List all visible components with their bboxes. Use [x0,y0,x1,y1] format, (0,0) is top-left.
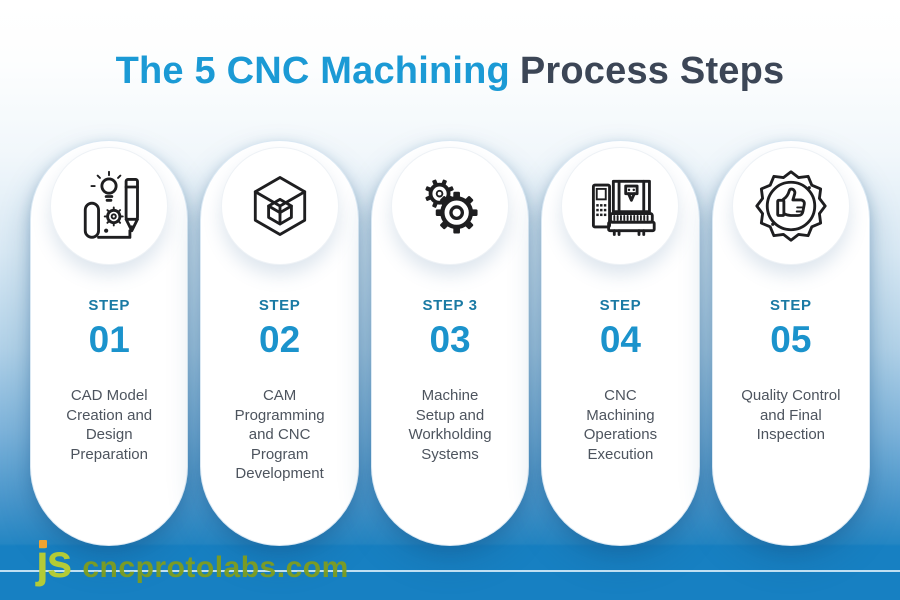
gears-icon [425,179,478,234]
watermark: js cncprotolabs.com [36,538,349,585]
step-1-label: STEP [88,297,130,314]
page-title-rest: Process Steps [519,50,785,92]
step-card-2: STEP 02 CAM Programming and CNC Program … [200,140,359,546]
step-card-3: STEP 3 03 Machine Setup and Workholding … [370,140,530,546]
js-logo: js [36,535,72,587]
step-card-5: STEP 05 Quality Control and Final Inspec… [711,140,871,546]
step-5-icon-circle [731,147,850,265]
website-url: cncprotolabs.com [82,551,349,584]
cad-design-icon [84,170,140,239]
step-4-number: 04 [599,319,641,360]
step-5-number: 05 [770,319,812,360]
footer-divider-line [0,570,900,572]
step-1-icon-circle [50,147,169,265]
js-logo-dot [39,540,47,548]
page-title-highlight: The 5 CNC Machining [115,50,510,92]
cnc-machine-icon [592,179,657,236]
step-4-description: CNC Machining Operations Execution [583,387,658,463]
step-2-icon-circle [220,147,339,265]
step-5-description: Quality Control and Final Inspection [741,387,841,443]
step-4-label: STEP [599,297,642,314]
step-3-icon-circle [391,147,510,265]
quality-badge-icon [755,170,827,242]
step-5-label: STEP [770,297,812,314]
step-1-description: CAD Model Creation and Design Preparatio… [66,387,153,463]
step-2-description: CAM Programming and CNC Program Developm… [234,387,325,482]
cube-model-icon [253,176,306,236]
step-card-4: STEP 04 CNC Machining Operations Executi… [541,140,700,546]
steps-row: STEP 01 CAD Model Creation and Design Pr… [30,140,871,546]
step-3-number: 03 [429,319,471,360]
step-4-icon-circle [561,147,680,265]
step-1-number: 01 [88,319,130,360]
step-2-label: STEP [258,297,301,314]
step-2-number: 02 [259,319,301,360]
step-card-1: STEP 01 CAD Model Creation and Design Pr… [30,140,189,546]
step-3-label: STEP 3 [422,297,478,314]
step-3-description: Machine Setup and Workholding Systems [408,387,492,463]
